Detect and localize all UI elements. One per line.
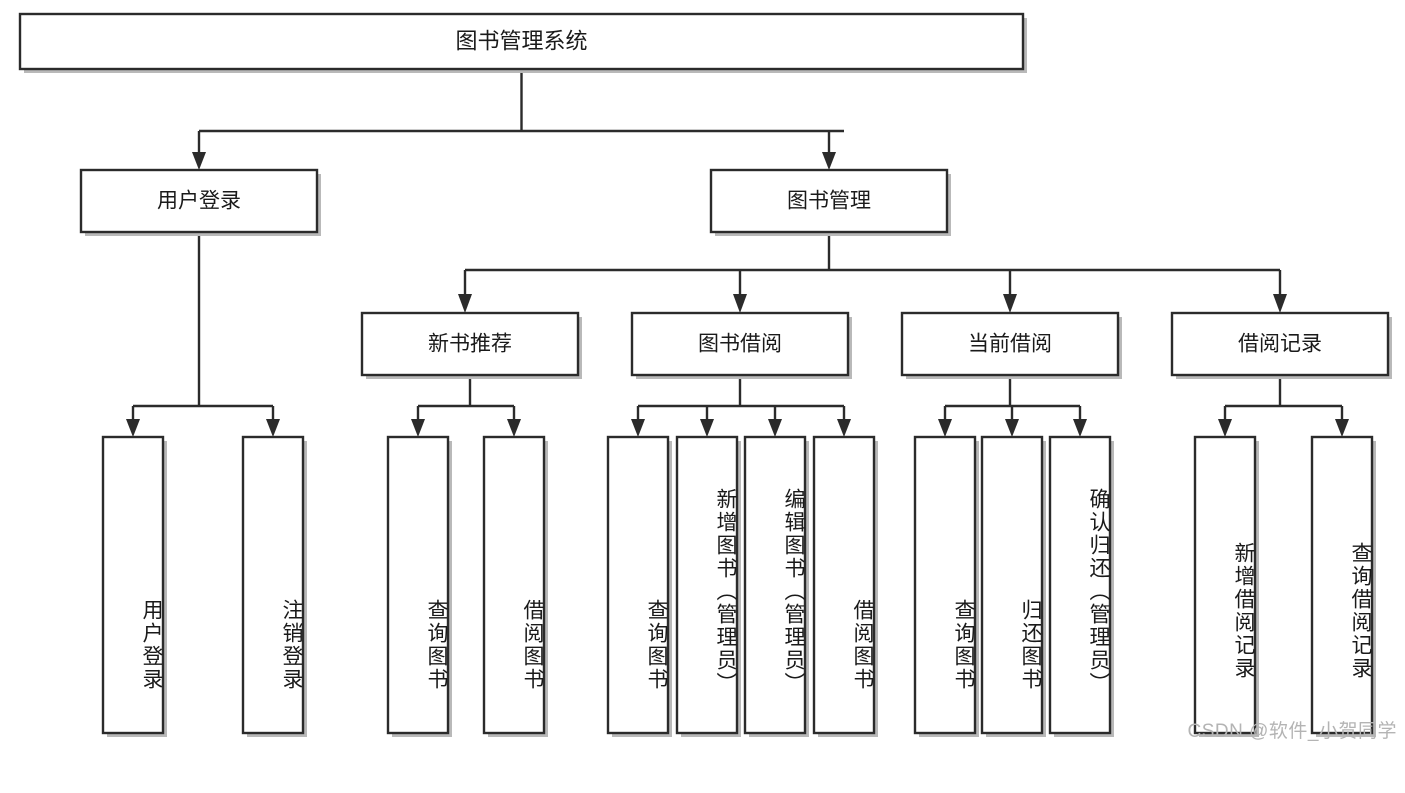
node-borrow-record[interactable] (1170, 311, 1390, 377)
arrowhead-leaf-logout (266, 419, 280, 437)
node-user-login[interactable] (79, 168, 319, 234)
arrowhead-leaf-query-record (1335, 419, 1349, 437)
arrowhead-leaf-confirm-return (1073, 419, 1087, 437)
diagram-canvas: 图书管理系统 用户登录 图书管理 新书推荐 图书借阅 当前借阅 借阅记录 (18, 12, 1392, 737)
root-node-label: 图书管理系统 (455, 28, 587, 53)
label-user-login: 用户登录 (157, 190, 241, 213)
arrowhead-book-borrow (733, 294, 747, 313)
arrowhead-leaf-query-book-rec (411, 419, 425, 437)
label-book-management: 图书管理 (787, 190, 871, 213)
node-leaf-query-record[interactable] (1310, 435, 1374, 735)
hierarchy-diagram: 图书管理系统 用户登录 图书管理 新书推荐 图书借阅 当前借阅 借阅记录 (18, 12, 1397, 742)
arrowhead-borrow-record (1273, 294, 1287, 313)
node-leaf-add-book[interactable] (675, 435, 739, 735)
label-current-borrow: 当前借阅 (968, 333, 1052, 356)
node-leaf-edit-book[interactable] (743, 435, 807, 735)
node-leaf-query-book-borrow[interactable] (606, 435, 670, 735)
label-new-book-recommend: 新书推荐 (428, 333, 512, 356)
label-book-borrow: 图书借阅 (698, 333, 782, 356)
node-current-borrow[interactable] (900, 311, 1120, 377)
arrowhead-leaf-edit-book (768, 419, 782, 437)
node-leaf-borrow-book[interactable] (812, 435, 876, 735)
arrowhead-leaf-borrow-book-rec (507, 419, 521, 437)
node-leaf-logout[interactable] (241, 435, 305, 735)
label-borrow-record: 借阅记录 (1238, 333, 1322, 356)
arrowhead-current-borrow (1003, 294, 1017, 313)
node-new-book-recommend[interactable] (360, 311, 580, 377)
node-leaf-return-book[interactable] (980, 435, 1044, 735)
arrowhead-leaf-query-book-borrow (631, 419, 645, 437)
node-leaf-borrow-book-rec[interactable] (482, 435, 546, 735)
arrowhead-user-login (192, 152, 206, 170)
arrowhead-leaf-add-record (1218, 419, 1232, 437)
node-leaf-user-login[interactable] (101, 435, 165, 735)
arrowhead-new-book (458, 294, 472, 313)
arrowhead-leaf-user-login (126, 419, 140, 437)
arrowhead-leaf-borrow-book (837, 419, 851, 437)
node-layer: 图书管理系统 用户登录 图书管理 新书推荐 图书借阅 当前借阅 借阅记录 (18, 12, 1392, 737)
node-book-management[interactable] (709, 168, 949, 234)
node-leaf-add-record[interactable] (1193, 435, 1257, 735)
arrowhead-leaf-query-book-cur (938, 419, 952, 437)
arrowhead-book-management (822, 152, 836, 170)
arrowhead-leaf-add-book (700, 419, 714, 437)
node-leaf-confirm-return[interactable] (1048, 435, 1112, 735)
csdn-watermark: CSDN @软件_小贺同学 (1187, 721, 1397, 742)
node-leaf-query-book-rec[interactable] (386, 435, 450, 735)
node-leaf-query-book-cur[interactable] (913, 435, 977, 735)
connector-layer (126, 69, 1349, 437)
node-book-borrow[interactable] (630, 311, 850, 377)
arrowhead-leaf-return-book (1005, 419, 1019, 437)
root-node-box[interactable] (18, 12, 1025, 71)
